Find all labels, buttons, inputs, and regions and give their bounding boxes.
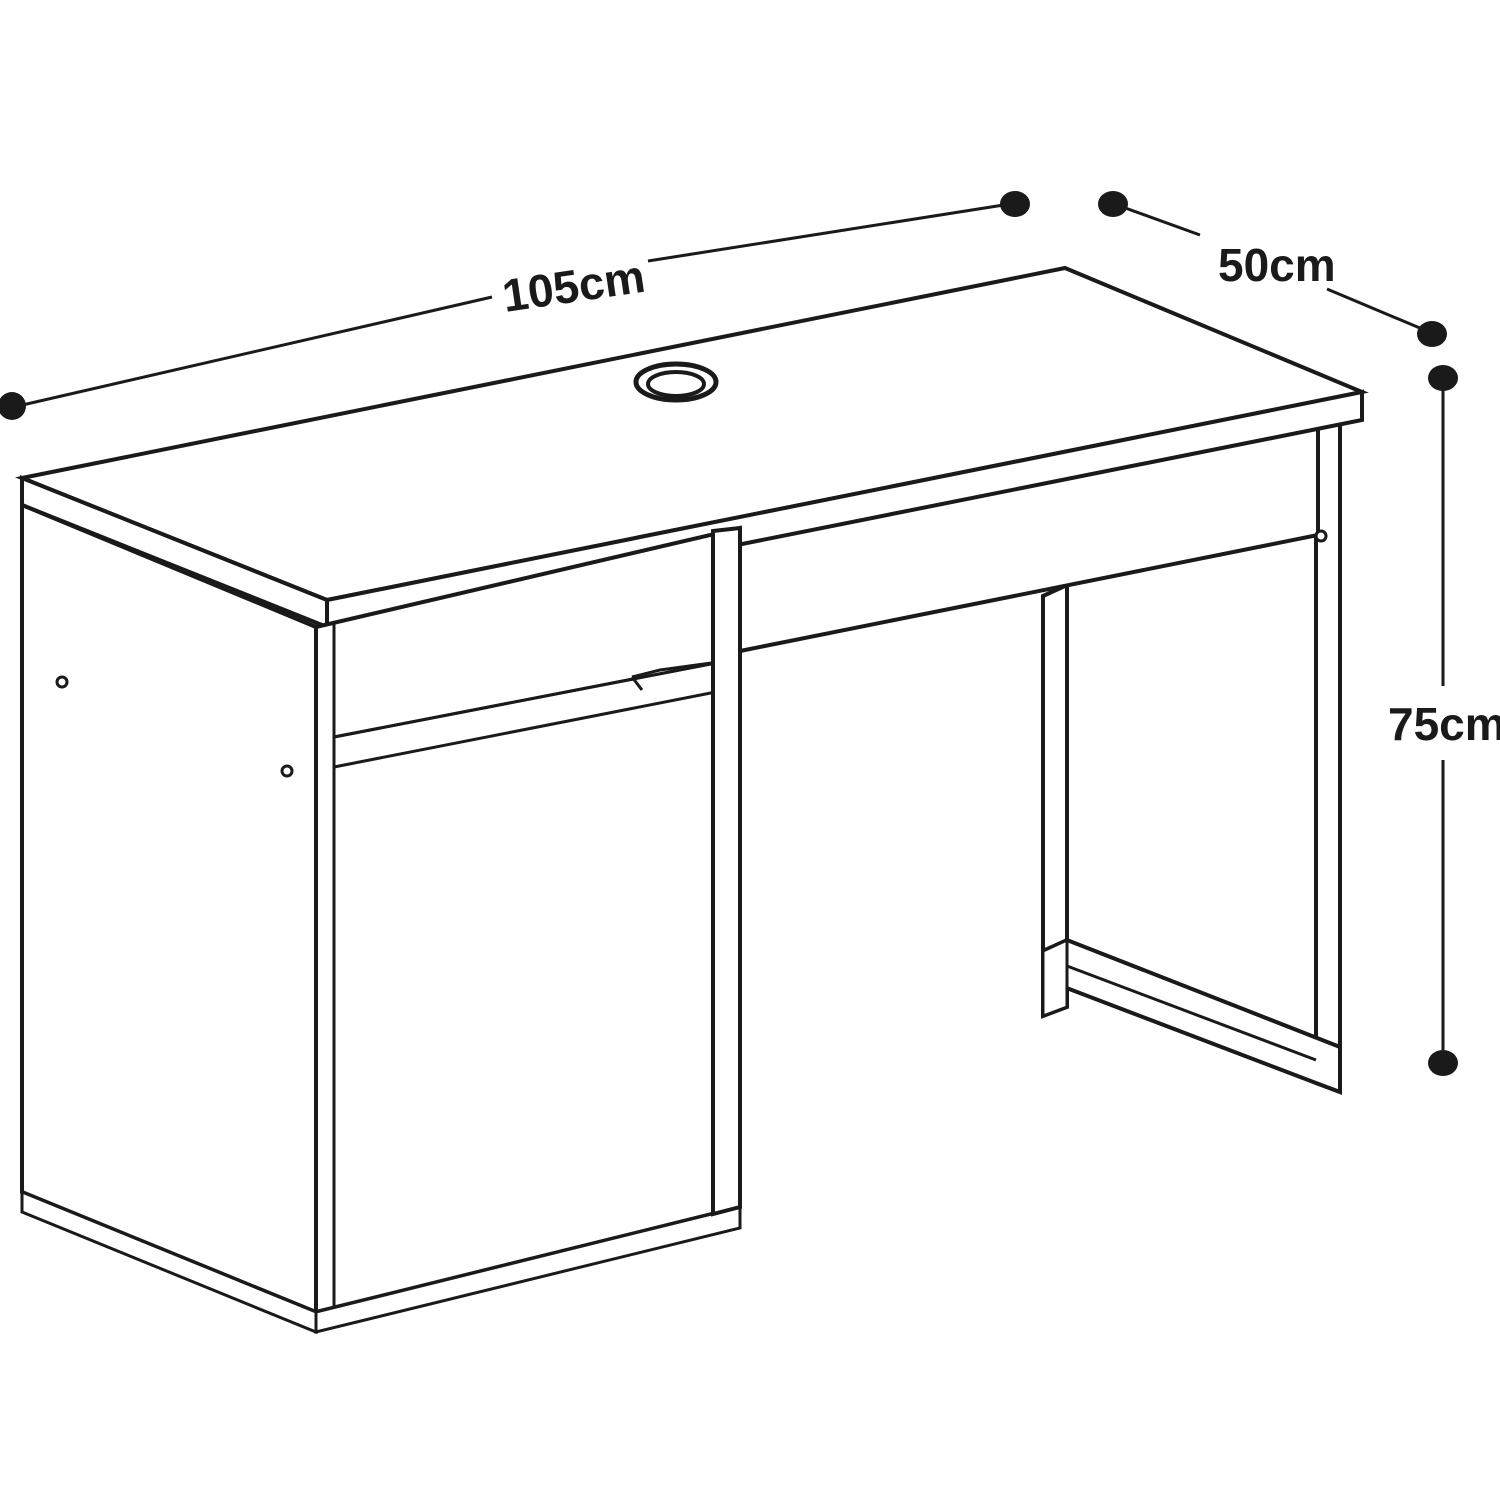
dimension-endpoint-dot-depth-lower xyxy=(1417,321,1447,347)
right-leg-bottom-rail-inner-edge xyxy=(1066,964,1317,1062)
divider-panel-face xyxy=(711,525,742,1217)
right-leg-bottom-rail xyxy=(1041,937,1342,1095)
dimension-endpoint-dot-depth-upper xyxy=(1098,191,1128,217)
dimension-line-depth-upper xyxy=(1116,203,1201,237)
cam-fitting-hole-left-lower xyxy=(280,764,294,778)
pedestal-front-face xyxy=(314,525,742,1315)
drawer-front-top-edge xyxy=(333,659,727,739)
dimension-height-75cm: 75cm xyxy=(1388,365,1500,1076)
left-side-panel xyxy=(20,502,318,1315)
pedestal-bottom-front-edge xyxy=(314,1205,742,1334)
center-divider-panel xyxy=(711,525,742,1217)
dimension-endpoint-dot-height-bottom xyxy=(1428,1050,1458,1076)
dimension-endpoint-dot-width-right xyxy=(1000,191,1030,217)
cam-fitting-hole-right-rail xyxy=(1314,529,1328,543)
cable-management-grommet xyxy=(633,361,719,403)
cam-fitting-hole-left-upper xyxy=(55,675,69,689)
fitting-holes xyxy=(55,529,1328,778)
dimension-endpoint-dot-height-top xyxy=(1428,365,1458,391)
dimension-endpoint-dot-width-left xyxy=(0,392,26,420)
back-rail-bottom-edge xyxy=(739,533,1319,653)
dimension-label-depth: 50cm xyxy=(1218,239,1336,291)
right-frame-leg xyxy=(1041,388,1342,1095)
dimension-line-width-left xyxy=(17,295,493,408)
grommet-inner-ring xyxy=(646,370,706,398)
left-pedestal xyxy=(20,502,742,1335)
right-leg-bottom-rail-top-edge xyxy=(1066,938,1341,1049)
dimension-line-width-right xyxy=(647,202,1011,263)
drawer-pull-notch-edge xyxy=(630,676,644,691)
dimension-label-height: 75cm xyxy=(1388,698,1500,750)
dimension-depth-50cm: 50cm xyxy=(1098,191,1447,347)
right-leg-front-foot xyxy=(1041,937,1069,1019)
drawer-pull-notch xyxy=(631,659,727,679)
dimension-label-width: 105cm xyxy=(499,250,648,322)
dimension-line-depth-lower xyxy=(1326,287,1428,333)
grommet-outer-ring xyxy=(633,361,719,403)
